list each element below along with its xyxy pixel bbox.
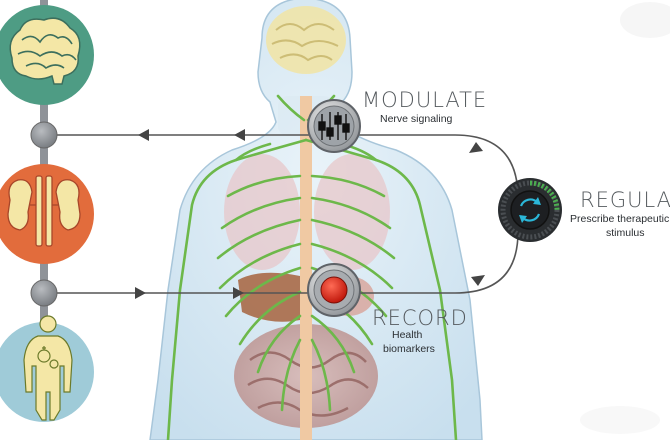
brain-organ [266,6,346,74]
kidneys-icon [7,175,81,247]
arrow-up [469,142,483,153]
record-subtitle-line2: biomarkers [383,343,435,355]
arrow-left [234,129,245,141]
arrow-left [138,129,149,141]
cycle-icon [519,197,541,223]
record-device [307,263,361,317]
red-button-icon [320,276,348,304]
human-body [149,0,483,440]
arrow-down [471,275,485,286]
regulate-device [498,178,562,242]
record-subtitle-line1: Health [392,329,423,341]
arrow-right [135,287,146,299]
spinal-cord [300,96,312,440]
flow-arrows [135,129,485,299]
record-title: RECORD [372,306,468,330]
right-lung [314,154,390,270]
brain-folds [271,23,339,62]
regulate-subtitle-line2: stimulus [606,227,645,239]
brain-icon [9,17,81,85]
arrow-right [233,287,244,299]
regulate-title: REGULATE [580,188,670,212]
sliders-icon [318,112,350,140]
connector-knob-top [30,121,58,149]
modulate-device [307,99,361,153]
modulate-title: MODULATE [362,88,488,112]
left-lung [224,154,300,270]
modulate-subtitle: Nerve signaling [380,113,453,125]
liver [238,272,300,322]
regulate-subtitle-line1: Prescribe therapeutic [570,213,670,225]
lower-flow-path [44,231,519,294]
left-column [0,0,94,422]
human-gut-icon [23,315,73,421]
background-smudge [580,2,670,434]
connector-knob-bottom [30,279,58,307]
